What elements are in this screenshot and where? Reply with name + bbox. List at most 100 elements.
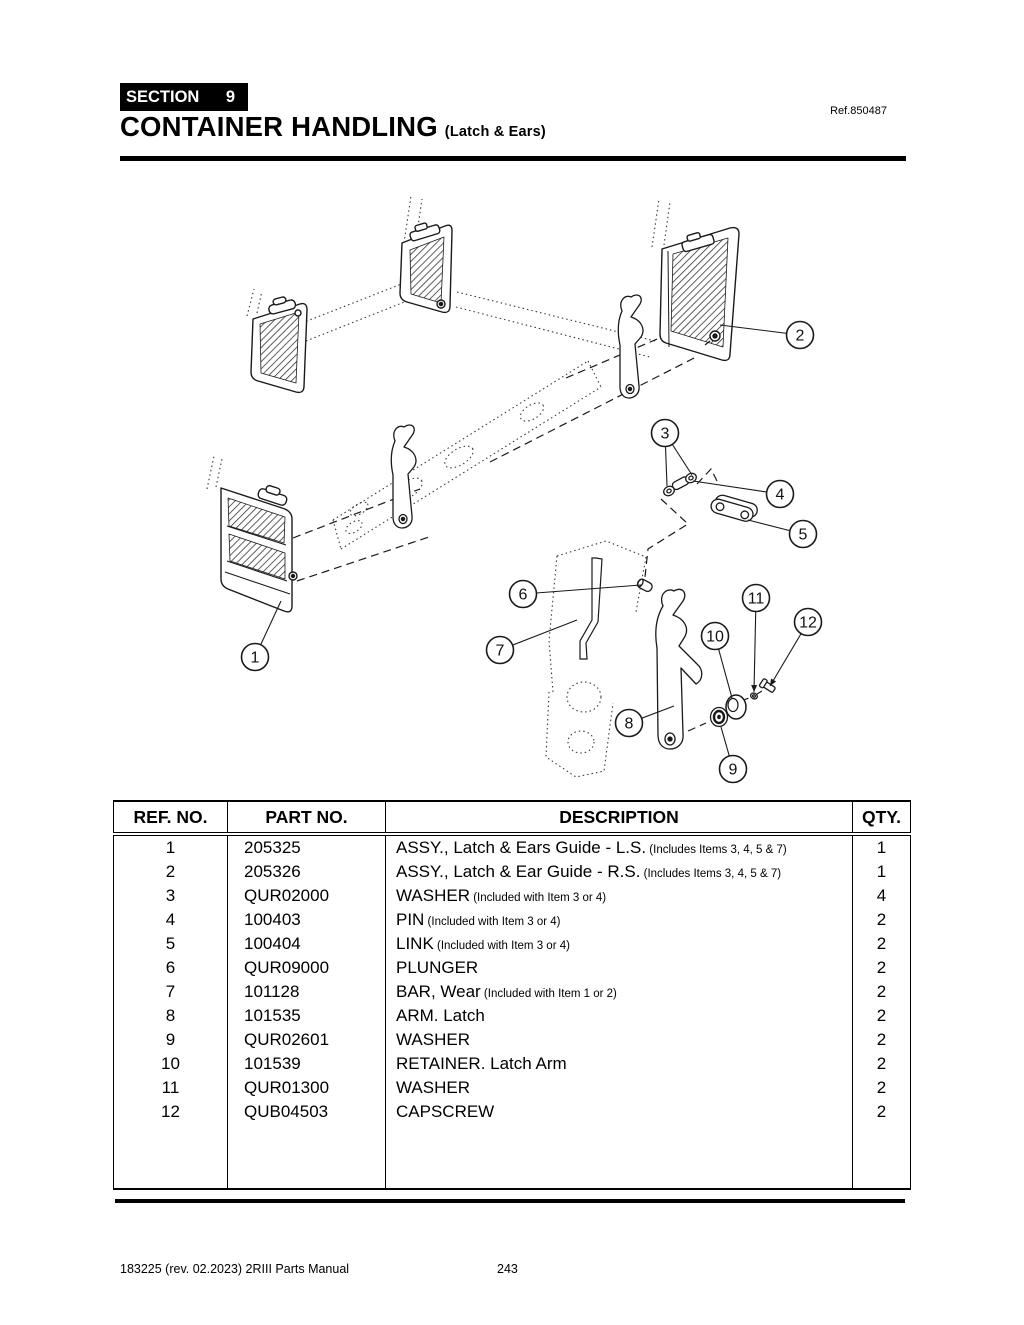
description-text: CAPSCREW <box>396 1102 495 1121</box>
callout-3: 3 <box>650 418 693 487</box>
callout-balloon <box>718 754 748 784</box>
description-text: PLUNGER <box>396 958 479 977</box>
description-cell: ARM. Latch <box>385 1004 853 1028</box>
qty-cell: 2 <box>852 908 911 932</box>
page-title-text: CONTAINER HANDLING <box>120 111 438 142</box>
washer-item9 <box>709 706 729 728</box>
qty-cell: 2 <box>852 1076 911 1100</box>
ref-no-cell: 2 <box>113 860 228 884</box>
description-note: (Included with Item 3 or 4) <box>424 916 561 928</box>
empty-cell <box>227 1124 386 1190</box>
callout-5: 5 <box>747 519 818 549</box>
qty-cell: 2 <box>852 1028 911 1052</box>
washer-item11 <box>749 692 759 700</box>
callout-9: 9 <box>718 726 748 784</box>
description-cell: LINK (Included with Item 3 or 4) <box>385 932 853 956</box>
leader-line <box>692 480 781 495</box>
callout-number: 1 <box>251 650 260 667</box>
description-text: ARM. Latch <box>396 1006 485 1025</box>
description-note: (Included with Item 3 or 4) <box>433 940 570 952</box>
callout-12: 12 <box>769 607 823 687</box>
description-text: RETAINER. Latch Arm <box>396 1054 567 1073</box>
description-cell: CAPSCREW <box>385 1100 853 1124</box>
ref-no-cell: 8 <box>113 1004 228 1028</box>
part-no-cell: 100403 <box>227 908 386 932</box>
column-header: DESCRIPTION <box>385 800 853 836</box>
description-cell: WASHER <box>385 1028 853 1052</box>
callout-10: 10 <box>700 621 733 699</box>
part-no-cell: QUR02601 <box>227 1028 386 1052</box>
description-text: BAR, Wear <box>396 982 481 1001</box>
part-no-cell: QUB04503 <box>227 1100 386 1124</box>
callout-number: 5 <box>799 527 808 544</box>
qty-cell: 2 <box>852 932 911 956</box>
part-no-cell: 101539 <box>227 1052 386 1076</box>
qty-cell: 4 <box>852 884 911 908</box>
qty-cell: 2 <box>852 980 911 1004</box>
footer-doc-info: 183225 (rev. 02.2023) 2RIII Parts Manual <box>120 1262 350 1276</box>
leader-arrowhead <box>751 684 758 692</box>
part-no-cell: QUR02000 <box>227 884 386 908</box>
description-text: WASHER <box>396 886 470 905</box>
ref-no-cell: 3 <box>113 884 228 908</box>
column-header: PART NO. <box>227 800 386 836</box>
empty-cell <box>113 1124 228 1190</box>
callout-number: 10 <box>706 629 724 646</box>
callout-number: 7 <box>496 643 505 660</box>
header-rule <box>120 156 906 161</box>
description-text: ASSY., Latch & Ear Guide - R.S. <box>396 862 641 881</box>
wear-bar <box>579 557 603 660</box>
empty-cell <box>852 1124 911 1190</box>
description-note: (Included with Item 3 or 4) <box>470 892 607 904</box>
latch-arm-middle <box>390 424 417 529</box>
description-cell: ASSY., Latch & Ear Guide - R.S. (Include… <box>385 860 853 884</box>
callout-balloon <box>788 519 818 549</box>
callout-1: 1 <box>240 600 282 672</box>
description-text: WASHER <box>396 1030 470 1049</box>
description-cell: PLUNGER <box>385 956 853 980</box>
latch-arm-right <box>617 294 644 399</box>
callout-number: 3 <box>661 426 670 443</box>
guide-plate-item1 <box>220 484 298 613</box>
ref-no-cell: 7 <box>113 980 228 1004</box>
callout-balloon <box>240 642 270 672</box>
description-text: WASHER <box>396 1078 470 1097</box>
capscrew <box>758 678 776 693</box>
callout-balloon <box>508 579 538 609</box>
guide-plate-left <box>250 296 308 394</box>
part-no-cell: QUR09000 <box>227 956 386 980</box>
part-no-cell: 205326 <box>227 860 386 884</box>
section-badge: SECTION 9 <box>120 83 248 111</box>
callout-balloon <box>741 583 771 613</box>
callout-number: 12 <box>799 615 817 632</box>
callout-number: 2 <box>796 328 805 345</box>
callout-number: 4 <box>776 487 785 504</box>
page-subtitle: (Latch & Ears) <box>444 124 546 140</box>
retainer <box>725 694 747 720</box>
ref-no-cell: 12 <box>113 1100 228 1124</box>
washer-right <box>685 472 697 484</box>
qty-cell: 2 <box>852 1052 911 1076</box>
description-cell: RETAINER. Latch Arm <box>385 1052 853 1076</box>
latch-arm-item8 <box>655 588 703 750</box>
ref-no-cell: 4 <box>113 908 228 932</box>
description-cell: PIN (Included with Item 3 or 4) <box>385 908 853 932</box>
ref-no-cell: 1 <box>113 834 228 860</box>
leader-line <box>522 584 642 595</box>
description-note: (Included with Item 1 or 2) <box>480 988 617 1000</box>
callout-4: 4 <box>692 479 795 509</box>
description-cell: ASSY., Latch & Ears Guide - L.S. (Includ… <box>385 834 853 860</box>
column-header: QTY. <box>852 800 911 836</box>
